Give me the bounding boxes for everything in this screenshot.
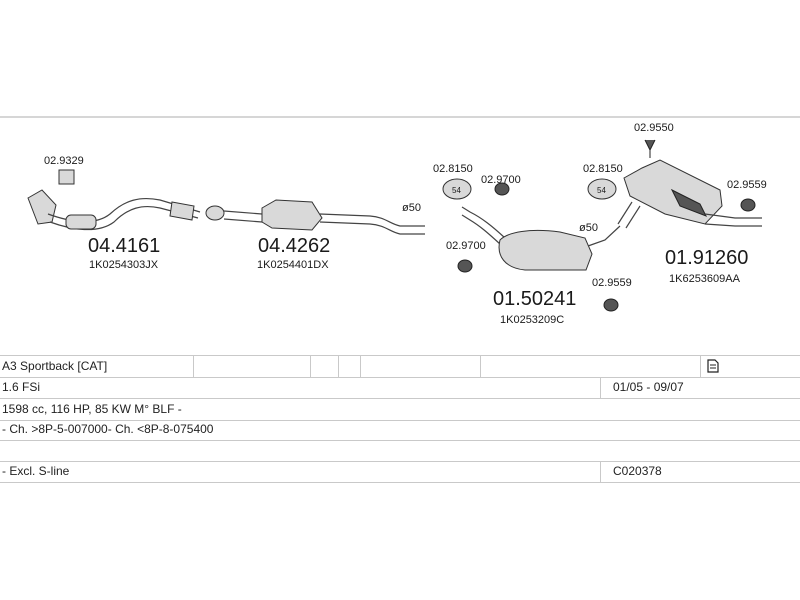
accessory-ref: 02.9700 <box>481 174 521 186</box>
exhaust-system-diagram: 04.4161 1K0254303JX 04.4262 1K0254401DX … <box>0 116 800 326</box>
rear-silencer-part <box>617 159 762 229</box>
catalytic-converter-part <box>205 199 425 235</box>
model-label: A3 Sportback [CAT] <box>2 359 108 373</box>
clamp-icon <box>587 178 617 200</box>
rubber-mount-icon <box>457 259 473 273</box>
accessory-ref: 02.8150 <box>583 163 623 175</box>
blank-row <box>0 440 800 462</box>
model-row: A3 Sportback [CAT] <box>0 355 800 378</box>
accessory-ref: 02.9559 <box>592 277 632 289</box>
clamp-size-label: 54 <box>597 186 606 195</box>
part-number: 01.50241 <box>493 288 576 310</box>
specs-row: 1598 cc, 116 HP, 85 KW M° BLF - <box>0 399 800 421</box>
accessory-ref: 02.9329 <box>44 155 84 167</box>
specs-label: 1598 cc, 116 HP, 85 KW M° BLF - <box>2 402 182 416</box>
oe-number: 1K0254303JX <box>89 259 159 271</box>
note-row: - Excl. S-line C020378 <box>0 461 800 483</box>
hanger-icon <box>644 139 656 158</box>
diameter-label: ø50 <box>579 222 598 234</box>
accessory-ref: 02.9700 <box>446 240 486 252</box>
oe-number: 1K6253609AA <box>669 273 741 285</box>
clamp-size-label: 54 <box>452 186 461 195</box>
oe-number: 1K0254401DX <box>257 259 329 271</box>
chassis-label: - Ch. >8P-5-007000- Ch. <8P-8-075400 <box>2 422 214 436</box>
note-label: - Excl. S-line <box>2 464 70 478</box>
part-number: 01.91260 <box>665 247 748 269</box>
chassis-row: - Ch. >8P-5-007000- Ch. <8P-8-075400 <box>0 419 800 441</box>
clamp-icon <box>442 178 472 200</box>
years-label: 01/05 - 09/07 <box>613 380 684 394</box>
middle-silencer-part <box>461 206 621 271</box>
gasket-icon <box>58 169 75 185</box>
accessory-ref: 02.9559 <box>727 179 767 191</box>
rubber-mount-icon <box>603 298 619 312</box>
document-icon[interactable] <box>707 359 719 373</box>
rubber-mount-icon <box>740 198 756 212</box>
engine-label: 1.6 FSi <box>2 380 41 394</box>
rubber-mount-icon <box>494 182 510 196</box>
part-number: 04.4262 <box>258 235 330 257</box>
oe-number: 1K0253209C <box>500 314 564 326</box>
accessory-ref: 02.8150 <box>433 163 473 175</box>
accessory-ref: 02.9550 <box>634 122 674 134</box>
diameter-label: ø50 <box>402 202 421 214</box>
engine-row: 1.6 FSi 01/05 - 09/07 <box>0 377 800 399</box>
part-number: 04.4161 <box>88 235 160 257</box>
front-pipe-part <box>27 189 201 231</box>
catalog-code: C020378 <box>613 464 662 478</box>
